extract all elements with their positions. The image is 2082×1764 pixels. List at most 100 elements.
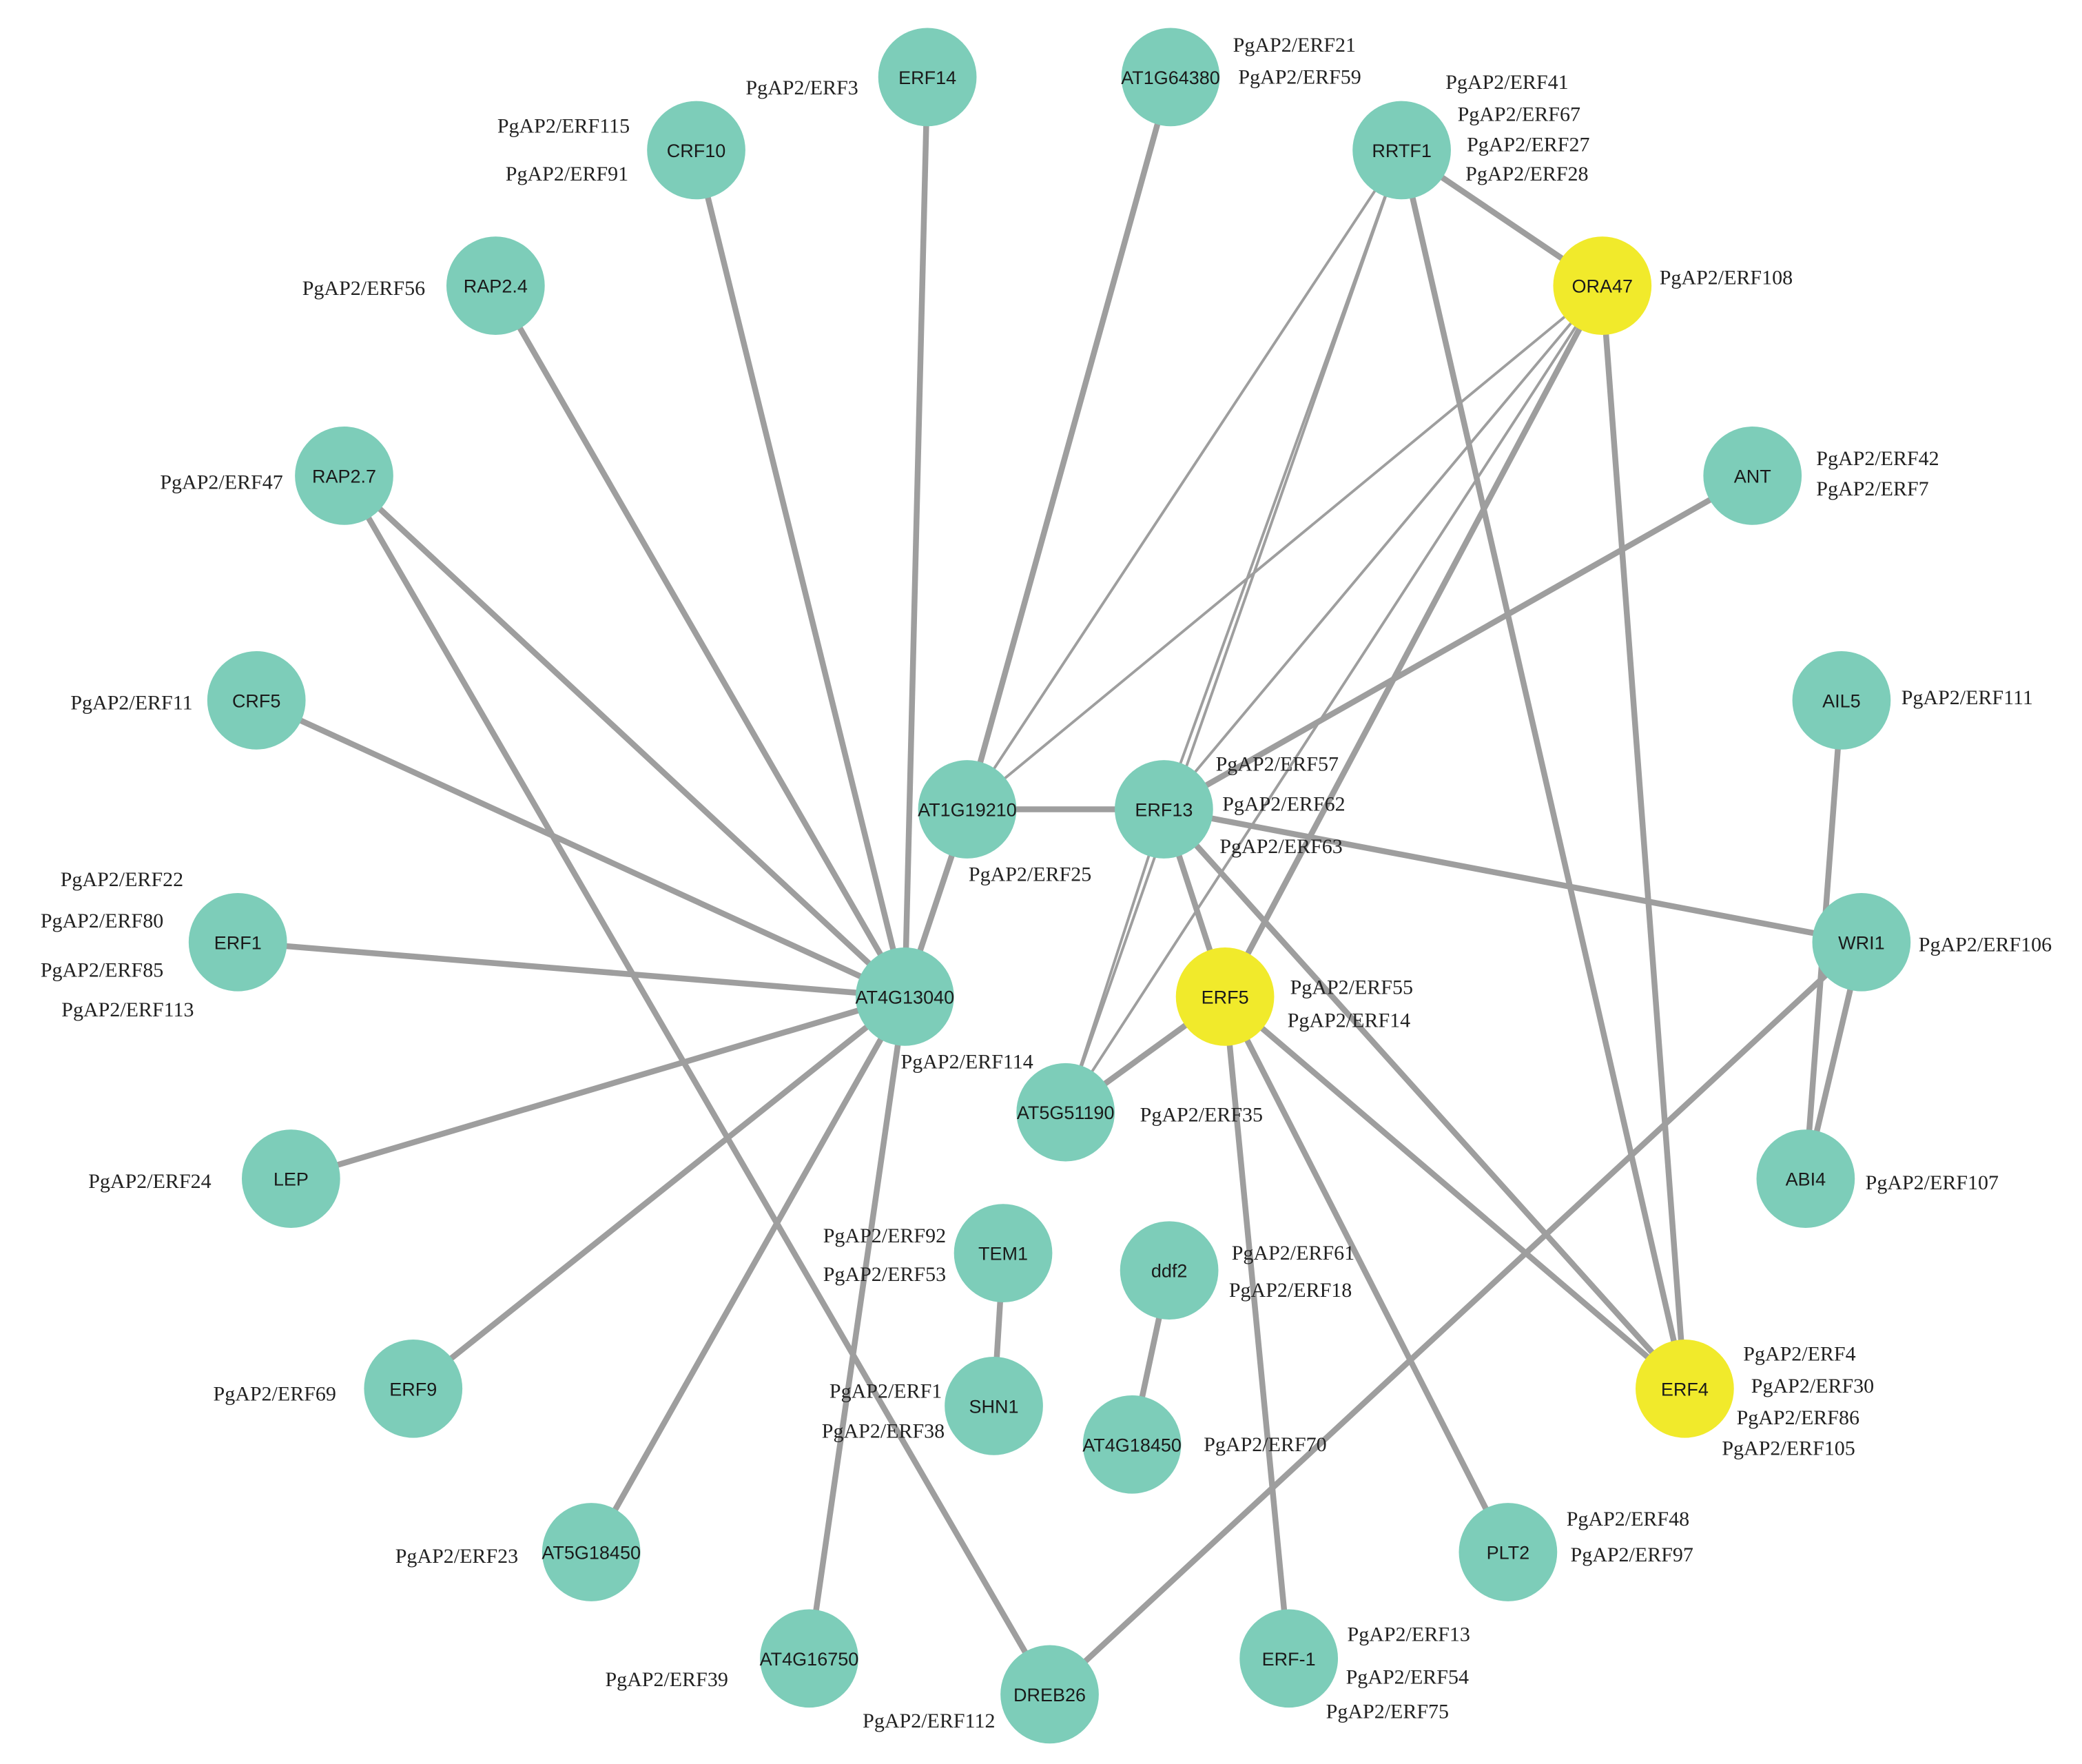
node-lep[interactable]: LEP <box>241 1129 340 1228</box>
node-circle[interactable] <box>364 1339 463 1438</box>
edge-erf5-erf-1 <box>1222 994 1292 1662</box>
node-ant[interactable]: ANT <box>1703 427 1802 525</box>
node-label: AT4G16750 <box>760 1649 859 1670</box>
node-circle[interactable] <box>1636 1339 1734 1438</box>
edge-ora47-erf5 <box>1222 283 1606 1000</box>
node-label: ERF-1 <box>1262 1649 1316 1670</box>
node-crf5[interactable]: CRF5 <box>207 650 306 750</box>
node-label: ddf2 <box>1151 1261 1188 1282</box>
edge-erf1-at4g13040 <box>234 939 908 1000</box>
node-crf10[interactable]: CRF10 <box>647 101 745 200</box>
node-circle[interactable] <box>855 947 954 1046</box>
edge-erf13-at5g51190 <box>1064 808 1166 1114</box>
annotation-label: PgAP2/ERF67 <box>1458 103 1580 125</box>
node-at4g18450[interactable]: AT4G18450 <box>1082 1395 1182 1494</box>
node-label: AT1G64380 <box>1121 68 1220 88</box>
node-label: ORA47 <box>1572 276 1633 297</box>
node-erf1[interactable]: ERF1 <box>188 892 287 992</box>
edge-ant-erf13 <box>1161 473 1755 812</box>
node-label: ERF1 <box>214 932 262 953</box>
node-circle[interactable] <box>1115 760 1213 859</box>
annotation-label: PgAP2/ERF14 <box>1288 1009 1410 1032</box>
node-circle[interactable] <box>954 1204 1053 1302</box>
node-rap2-7[interactable]: RAP2.7 <box>295 427 393 525</box>
node-circle[interactable] <box>647 101 745 200</box>
node-erf-1[interactable]: ERF-1 <box>1239 1609 1339 1708</box>
node-circle[interactable] <box>295 427 393 525</box>
node-label: LEP <box>274 1169 309 1190</box>
node-circle[interactable] <box>1553 236 1652 335</box>
annotation-label: PgAP2/ERF54 <box>1346 1665 1469 1688</box>
node-erf5[interactable]: ERF5 <box>1175 947 1275 1046</box>
node-circle[interactable] <box>1792 650 1891 750</box>
node-rrtf1[interactable]: RRTF1 <box>1352 101 1451 200</box>
node-shn1[interactable]: SHN1 <box>945 1357 1043 1455</box>
node-circle[interactable] <box>760 1609 858 1708</box>
node-circle[interactable] <box>1175 947 1275 1046</box>
node-circle[interactable] <box>1352 101 1451 200</box>
node-at1g19210[interactable]: AT1G19210 <box>918 760 1017 859</box>
node-label: AT4G13040 <box>856 987 955 1007</box>
node-tem1[interactable]: TEM1 <box>954 1204 1053 1302</box>
node-circle[interactable] <box>1016 1063 1115 1162</box>
node-circle[interactable] <box>1000 1645 1099 1744</box>
annotation-label: PgAP2/ERF53 <box>823 1263 946 1286</box>
node-circle[interactable] <box>1121 28 1220 127</box>
node-abi4[interactable]: ABI4 <box>1756 1129 1855 1228</box>
node-erf9[interactable]: ERF9 <box>364 1339 463 1438</box>
annotation-label: PgAP2/ERF86 <box>1737 1406 1859 1429</box>
node-ddf2[interactable]: ddf2 <box>1120 1221 1219 1320</box>
node-circle[interactable] <box>1082 1395 1182 1494</box>
node-erf13[interactable]: ERF13 <box>1115 760 1213 859</box>
node-circle[interactable] <box>542 1503 641 1601</box>
annotation-label: PgAP2/ERF28 <box>1465 163 1588 185</box>
node-circle[interactable] <box>918 760 1017 859</box>
node-label: ABI4 <box>1786 1169 1826 1190</box>
node-circle[interactable] <box>1239 1609 1339 1708</box>
node-circle[interactable] <box>1703 427 1802 525</box>
node-circle[interactable] <box>945 1357 1043 1455</box>
annotation-label: PgAP2/ERF63 <box>1219 835 1342 858</box>
node-circle[interactable] <box>878 28 977 127</box>
node-at5g18450[interactable]: AT5G18450 <box>542 1503 641 1601</box>
node-wri1[interactable]: WRI1 <box>1812 892 1911 992</box>
node-circle[interactable] <box>1120 1221 1219 1320</box>
node-label: AT4G18450 <box>1082 1435 1182 1455</box>
node-circle[interactable] <box>207 650 306 750</box>
node-circle[interactable] <box>241 1129 340 1228</box>
node-circle[interactable] <box>1756 1129 1855 1228</box>
annotation-layer: PgAP2/ERF114PgAP2/ERF25PgAP2/ERF57PgAP2/… <box>41 34 2052 1732</box>
annotation-label: PgAP2/ERF39 <box>605 1668 728 1691</box>
node-ail5[interactable]: AIL5 <box>1792 650 1891 750</box>
edge-ora47-erf4 <box>1599 283 1688 1392</box>
annotation-label: PgAP2/ERF107 <box>1866 1171 1999 1194</box>
node-circle[interactable] <box>446 236 545 335</box>
annotation-label: PgAP2/ERF24 <box>88 1170 211 1193</box>
node-circle[interactable] <box>1812 892 1911 992</box>
annotation-label: PgAP2/ERF91 <box>506 163 628 185</box>
edge-rap2-4-at4g13040 <box>493 283 908 1000</box>
node-ora47[interactable]: ORA47 <box>1553 236 1652 335</box>
edge-at1g19210-rrtf1 <box>966 148 1403 811</box>
node-at4g13040[interactable]: AT4G13040 <box>856 947 955 1046</box>
node-circle[interactable] <box>188 892 287 992</box>
node-erf14[interactable]: ERF14 <box>878 28 977 127</box>
annotation-label: PgAP2/ERF114 <box>901 1050 1033 1073</box>
node-at1g64380[interactable]: AT1G64380 <box>1121 28 1220 127</box>
node-label: RRTF1 <box>1372 141 1432 161</box>
node-at4g16750[interactable]: AT4G16750 <box>760 1609 859 1708</box>
node-erf4[interactable]: ERF4 <box>1636 1339 1734 1438</box>
node-plt2[interactable]: PLT2 <box>1459 1503 1558 1601</box>
node-dreb26[interactable]: DREB26 <box>1000 1645 1099 1744</box>
annotation-label: PgAP2/ERF61 <box>1232 1242 1354 1264</box>
node-label: ERF14 <box>898 68 956 88</box>
node-label: RAP2.4 <box>464 276 528 297</box>
node-at5g51190[interactable]: AT5G51190 <box>1016 1063 1115 1162</box>
edge-erf9-at4g13040 <box>410 994 908 1392</box>
annotation-label: PgAP2/ERF21 <box>1233 34 1356 57</box>
annotation-label: PgAP2/ERF30 <box>1751 1375 1874 1397</box>
annotation-label: PgAP2/ERF108 <box>1660 267 1793 289</box>
node-rap2-4[interactable]: RAP2.4 <box>446 236 545 335</box>
edge-erf5-plt2 <box>1222 994 1512 1555</box>
node-circle[interactable] <box>1459 1503 1558 1601</box>
